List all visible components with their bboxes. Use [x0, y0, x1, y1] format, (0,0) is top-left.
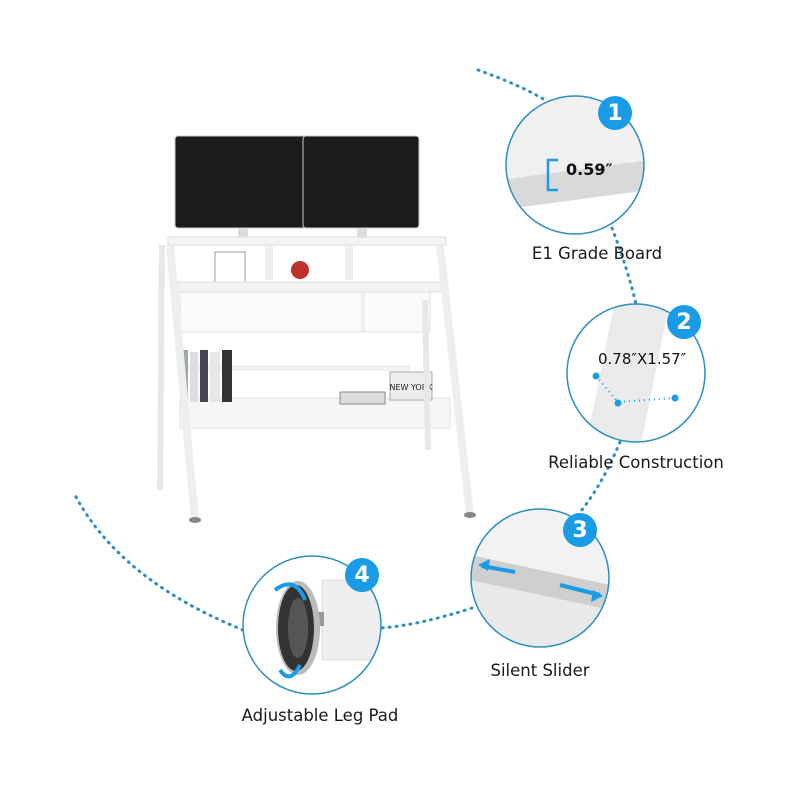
feature-label-board: E1 Grade Board	[531, 244, 663, 263]
feature-badge-2: 2	[667, 305, 701, 339]
frame-dimensions: 0.78″X1.57″	[598, 350, 687, 368]
feature-badge-3: 3	[563, 513, 597, 547]
book-text: NEW YORK	[389, 383, 433, 392]
feature-label-leg-pad: Adjustable Leg Pad	[241, 706, 399, 725]
feature-label-construction: Reliable Construction	[548, 453, 724, 472]
feature-badge-4: 4	[345, 558, 379, 592]
feature-label-slider: Silent Slider	[490, 661, 590, 680]
board-thickness: 0.59″	[566, 160, 613, 179]
dotted-connector	[73, 68, 638, 632]
desk-image: NEW YORK	[157, 135, 476, 523]
feature-badge-1: 1	[598, 96, 632, 130]
